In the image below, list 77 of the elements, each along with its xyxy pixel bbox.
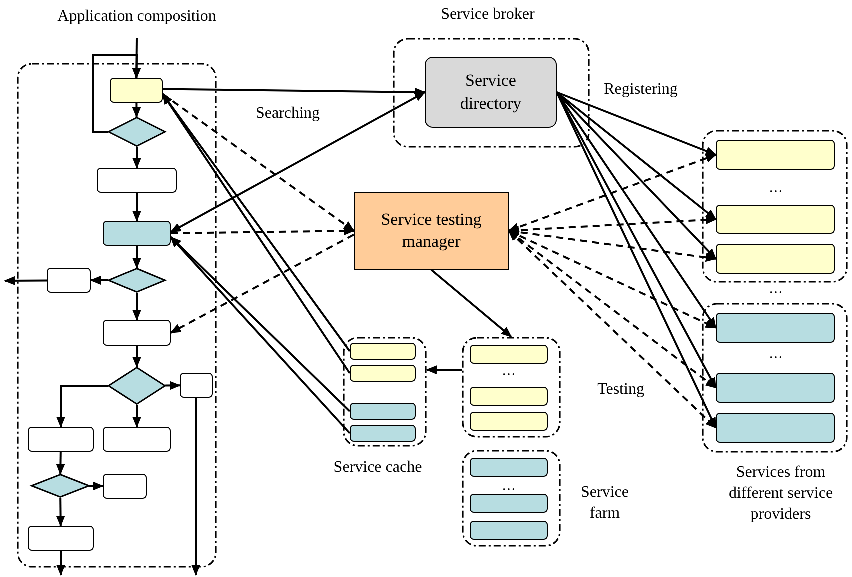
arrow [132, 147, 142, 169]
arrow [132, 293, 142, 321]
arrow [56, 498, 66, 527]
service-box [350, 425, 416, 442]
service-box [716, 413, 835, 443]
group-title: Service cache [332, 458, 424, 478]
group-title: Service broker [440, 5, 536, 25]
arrow [556, 92, 717, 156]
process-box [180, 373, 213, 398]
group-caption: Service farm [580, 483, 630, 524]
arrow [132, 405, 142, 428]
service-box [470, 345, 548, 364]
arrow [56, 385, 108, 428]
arrow [430, 269, 512, 338]
arrow [90, 276, 108, 285]
arrow [56, 551, 66, 576]
service-box [716, 313, 835, 343]
arrow [132, 103, 142, 118]
process-box [103, 221, 171, 246]
service-box [350, 365, 416, 382]
decision-diamond [108, 117, 166, 147]
arrow [162, 88, 426, 97]
ellipsis: … [501, 479, 517, 496]
process-box [97, 168, 177, 193]
service-box [470, 494, 548, 513]
ellipsis: … [501, 364, 517, 381]
group-caption: Services from different service providers [728, 463, 834, 525]
dash-dot-frame [702, 130, 848, 283]
ellipsis: … [768, 181, 784, 198]
arrow [4, 276, 47, 286]
node-label: Service testing manager [380, 208, 483, 253]
service-box [350, 343, 416, 360]
arrow [132, 246, 142, 269]
double-arrow [170, 92, 426, 234]
process-box [110, 78, 163, 103]
arrow [89, 482, 104, 491]
dashed-arrow [162, 93, 355, 232]
process-box [103, 474, 147, 499]
manager-box [354, 192, 509, 270]
service-box [716, 205, 835, 234]
decision-diamond [31, 474, 90, 498]
arrow [426, 366, 462, 375]
group-title: Application composition [56, 7, 218, 27]
annotation-label: Testing [596, 380, 646, 400]
dashed-arrow [170, 226, 355, 236]
arrow [166, 381, 181, 390]
dashed-arrow [170, 234, 354, 334]
service-box [470, 458, 548, 477]
decision-diamond [108, 268, 166, 293]
service-box [716, 140, 835, 170]
process-box [103, 320, 171, 346]
service-box [716, 244, 835, 274]
arrow [92, 54, 142, 133]
arrow [56, 452, 66, 476]
dashed-double-arrow [508, 154, 717, 232]
arrow [132, 346, 142, 368]
service-box [716, 373, 835, 403]
process-box [103, 427, 171, 452]
dash-dot-frame [462, 337, 561, 438]
process-box [28, 526, 94, 551]
decision-diamond [108, 367, 166, 405]
annotation-label: Searching [255, 104, 321, 124]
service-directory-box [425, 57, 557, 128]
node-label: Service directory [459, 70, 523, 115]
service-box [350, 403, 416, 420]
annotation-label: Registering [603, 80, 679, 100]
service-box [470, 387, 548, 406]
ellipsis: … [768, 347, 784, 364]
arrow [556, 92, 717, 220]
service-box [470, 521, 548, 540]
arrow [132, 193, 142, 222]
arrow [556, 92, 717, 260]
service-box [470, 412, 548, 431]
arrow [192, 398, 201, 576]
process-box [28, 427, 94, 452]
process-box [47, 268, 91, 293]
ellipsis: … [768, 282, 784, 299]
